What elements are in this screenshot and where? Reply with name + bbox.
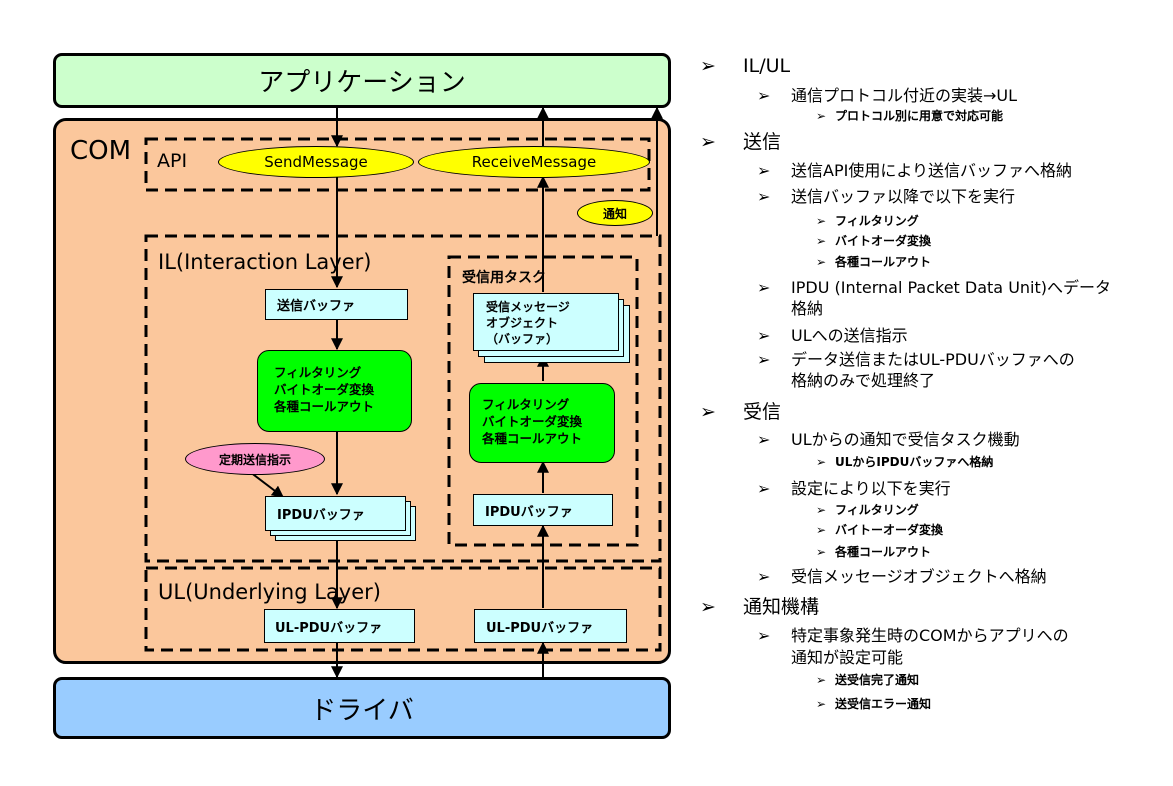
- bullet-level-2-text: ULからの通知で受信タスク機動: [791, 430, 1020, 449]
- bullet-marker-icon: ➢: [757, 479, 771, 498]
- tx-filter-line-3: 各種コールアウト: [274, 399, 375, 414]
- tx-ipdu-label: IPDUバッファ: [277, 508, 365, 523]
- bullet-marker-icon: ➢: [816, 673, 827, 687]
- rx-task-label: 受信用タスク: [462, 270, 546, 286]
- rx-msg-line-1: 受信メッセージ: [486, 300, 570, 314]
- rx-ipdu-buffer: IPDUバッファ: [473, 494, 613, 526]
- bullet-marker-icon: ➢: [700, 55, 716, 77]
- tx-filter-process: フィルタリング バイトオーダ変換 各種コールアウト: [257, 350, 412, 432]
- bullet-level-3-text: フィルタリング: [835, 214, 919, 228]
- bullet-level-3-text: 各種コールアウト: [835, 545, 932, 559]
- bullet-level-3-text: フィルタリング: [835, 503, 919, 517]
- bullet-level-2-text: 通知が設定可能: [791, 648, 904, 667]
- rx-ipdu-label: IPDUバッファ: [485, 504, 573, 520]
- bullet-marker-icon: ➢: [816, 214, 827, 228]
- receive-message-label: ReceiveMessage: [471, 153, 597, 171]
- bullet-marker-icon: ➢: [816, 503, 827, 517]
- bullet-level-3-text: ULからIPDUバッファへ格納: [835, 455, 994, 469]
- il-region: [144, 234, 662, 563]
- driver-label: ドライバ: [310, 695, 414, 726]
- notify-label: 通知: [602, 206, 627, 221]
- bullet-level-2-text: 受信メッセージオブジェクトへ格納: [791, 567, 1047, 586]
- bullet-level-2-text: 特定事象発生時のCOMからアプリへの: [791, 626, 1069, 645]
- bullet-marker-icon: ➢: [757, 326, 771, 345]
- bullet-level-3-text: 送受信完了通知: [835, 673, 920, 687]
- bullet-level-2-text: IPDU (Internal Packet Data Unit)へデータ: [791, 278, 1112, 297]
- bullet-marker-icon: ➢: [757, 430, 771, 449]
- tx-ulpdu-buffer: UL-PDUバッファ: [264, 609, 415, 643]
- periodic-send-label: 定期送信指示: [218, 452, 291, 467]
- bullet-level-2-text: データ送信またはUL-PDUバッファへの: [791, 350, 1075, 369]
- rx-msg-line-3: （バッファ）: [486, 332, 559, 346]
- bullet-level-2-text: 送信API使用により送信バッファへ格納: [791, 161, 1072, 180]
- tx-buffer-label: 送信バッファ: [277, 299, 356, 314]
- api-label: API: [157, 150, 188, 172]
- bullet-marker-icon: ➢: [757, 567, 771, 586]
- rx-message-object: 受信メッセージ オブジェクト （バッファ）: [473, 293, 619, 351]
- bullet-level-3-text: プロトコル別に用意で対応可能: [835, 109, 1004, 123]
- bullet-marker-icon: ➢: [757, 626, 771, 645]
- bullet-level-3-text: バイトオーダ変換: [835, 234, 932, 248]
- send-message-label: SendMessage: [264, 153, 368, 171]
- send-message-api: SendMessage: [218, 146, 414, 178]
- bullet-marker-icon: ➢: [700, 131, 716, 153]
- bullet-level-2-text: 格納: [791, 299, 824, 318]
- explanation-bullet-list: ➢ IL/UL ➢ 通信プロトコル付近の実装→UL ➢ プロトコル別に用意で対応可能 ➢ 送信…: [700, 0, 1170, 786]
- receive-message-api: ReceiveMessage: [418, 146, 650, 178]
- bullet-level-3-text: バイトーオーダ変換: [835, 523, 944, 537]
- bullet-marker-icon: ➢: [816, 697, 827, 711]
- il-label: IL(Interaction Layer): [158, 250, 372, 274]
- ul-label: UL(Underlying Layer): [158, 580, 381, 604]
- rx-ulpdu-buffer: UL-PDUバッファ: [474, 609, 627, 643]
- bullet-level-3-text: 送受信エラー通知: [835, 697, 932, 711]
- bullet-level-2-text: 格納のみで処理終了: [791, 371, 936, 390]
- tx-ulpdu-label: UL-PDUバッファ: [275, 620, 383, 636]
- bullet-level-1-text: 送信: [743, 131, 782, 153]
- bullet-marker-icon: ➢: [757, 278, 771, 297]
- tx-filter-line-2: バイトオーダ変換: [274, 382, 375, 397]
- bullet-marker-icon: ➢: [816, 109, 827, 123]
- bullet-marker-icon: ➢: [700, 401, 716, 423]
- bullet-marker-icon: ➢: [757, 86, 771, 105]
- diagram-lines: [144, 106, 663, 679]
- bullet-level-2-text: 設定により以下を実行: [791, 479, 951, 498]
- application-label: アプリケーション: [258, 68, 466, 98]
- rx-ulpdu-label: UL-PDUバッファ: [486, 620, 594, 636]
- ul-region: [144, 566, 662, 652]
- bullet-marker-icon: ➢: [757, 350, 771, 369]
- bullet-marker-icon: ➢: [816, 234, 827, 248]
- rx-filter-line-1: フィルタリング: [482, 397, 570, 412]
- bullet-marker-icon: ➢: [816, 455, 827, 469]
- bullet-marker-icon: ➢: [757, 161, 771, 180]
- rx-filter-line-2: バイトオーダ変換: [482, 414, 583, 429]
- application-box: アプリケーション: [53, 53, 671, 108]
- periodic-send-oval: 定期送信指示: [185, 443, 325, 475]
- driver-box: ドライバ: [53, 677, 671, 739]
- rx-filter-line-3: 各種コールアウト: [482, 431, 583, 446]
- tx-buffer: 送信バッファ: [265, 289, 408, 320]
- rx-filter-process: フィルタリング バイトオーダ変換 各種コールアウト: [469, 383, 615, 463]
- bullet-level-2-text: 通信プロトコル付近の実装→UL: [791, 86, 1018, 105]
- com-architecture-diagram: アプリケーション COM ドライバ: [53, 53, 671, 739]
- tx-filter-line-1: フィルタリング: [274, 365, 362, 380]
- bullet-level-2-text: 送信バッファ以降で以下を実行: [791, 187, 1016, 206]
- tx-ipdu-buffer: IPDUバッファ: [265, 496, 406, 531]
- bullet-marker-icon: ➢: [757, 187, 771, 206]
- bullet-marker-icon: ➢: [816, 545, 827, 559]
- bullet-marker-icon: ➢: [816, 255, 827, 269]
- bullet-level-2-text: ULへの送信指示: [791, 326, 908, 345]
- notify-oval: 通知: [577, 200, 653, 226]
- api-region: [144, 137, 651, 192]
- bullet-level-1-text: IL/UL: [743, 55, 791, 77]
- bullet-level-1-text: 受信: [743, 401, 782, 423]
- com-label: COM: [70, 136, 132, 166]
- bullet-level-3-text: 各種コールアウト: [835, 255, 932, 269]
- bullet-level-1-text: 通知機構: [743, 596, 820, 618]
- bullet-marker-icon: ➢: [816, 523, 827, 537]
- rx-msg-line-2: オブジェクト: [486, 316, 559, 330]
- bullet-marker-icon: ➢: [700, 596, 716, 618]
